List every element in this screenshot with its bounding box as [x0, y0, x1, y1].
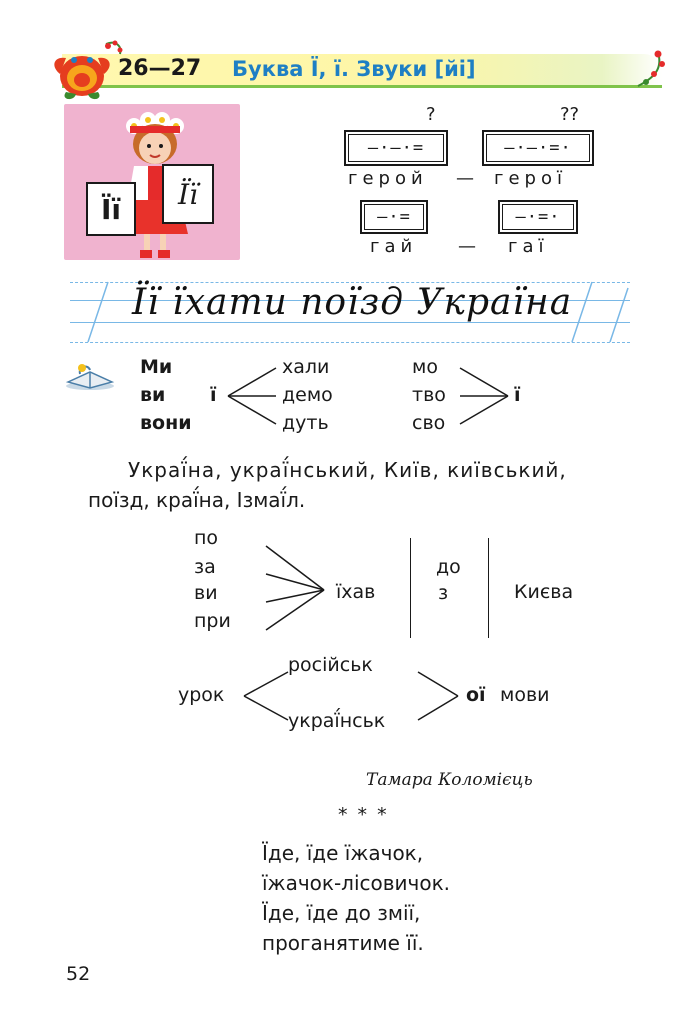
- scheme-box-1: —·—·=: [344, 130, 448, 166]
- scheme-text-2: —·—·=·: [486, 134, 590, 162]
- scheme-text-4: —·=·: [502, 204, 574, 230]
- poem-line-4: проганятиме її.: [262, 931, 424, 955]
- divider-2: [488, 538, 489, 638]
- handwriting-sample: Її їхати поїзд Україна: [132, 282, 573, 323]
- ending-khaly: хали: [282, 356, 330, 378]
- poem-line-1: Їде, їде їжачок,: [262, 841, 424, 865]
- lesson-number: 26—27: [118, 56, 202, 81]
- poem-body: Їде, їде їжачок, їжачок-лісовичок. Їде, …: [262, 838, 450, 958]
- city-kyieva: Києва: [514, 581, 574, 603]
- hw-line-bottom: [70, 342, 630, 343]
- prefix-branch-lines: [265, 545, 325, 631]
- scheme-box-2: —·—·=·: [482, 130, 594, 166]
- scheme-box-3: —·=: [360, 200, 428, 234]
- joint-yi-right: ї: [514, 384, 521, 406]
- word-tvo: тво: [412, 384, 446, 406]
- word-geroi: герой: [348, 168, 428, 189]
- pronoun-vony: вони: [140, 412, 192, 434]
- hw-line-top: [70, 282, 630, 283]
- hw-line-3: [70, 322, 630, 323]
- word-urok: урок: [178, 684, 225, 706]
- word-mo: мо: [412, 356, 438, 378]
- dash-2: —: [458, 236, 481, 257]
- lang-branch-right: [417, 671, 459, 721]
- prep-z: з: [438, 582, 449, 604]
- lang-branch-left: [243, 671, 289, 721]
- question-mark-2: ??: [560, 104, 580, 125]
- verb-yikhav: їхав: [336, 581, 376, 603]
- pronoun-my: Ми: [140, 356, 173, 378]
- question-mark-1: ?: [426, 104, 436, 125]
- scheme-text-1: —·—·=: [348, 134, 444, 162]
- prefix-pry: при: [194, 610, 231, 632]
- paragraph-line-2: поїзд, краї́на, Ізмаї́л.: [88, 488, 306, 512]
- prefix-po: по: [194, 527, 219, 549]
- paragraph-line-1: Украї́на, украї́нський, Київ, київський,: [128, 458, 567, 482]
- word-hayi: гаї: [508, 236, 549, 257]
- prefix-vy: ви: [194, 582, 218, 604]
- prep-do: до: [436, 556, 461, 578]
- page-number: 52: [66, 963, 91, 985]
- flower-ornament-icon: [54, 40, 123, 100]
- poem-line-3: Їде, їде до змії,: [262, 901, 421, 925]
- poem-author: Тамара Коломієць: [366, 770, 533, 790]
- dash-1: —: [456, 168, 479, 189]
- poem-stars: * * *: [338, 804, 389, 826]
- card-cursive: Її: [162, 164, 214, 224]
- ending-oi: ої: [466, 684, 486, 706]
- joint-yi-left: ї: [210, 384, 217, 406]
- scheme-text-3: —·=: [364, 204, 424, 230]
- stem-ukrainsk: украї́нськ: [288, 710, 386, 732]
- word-hai: гай: [370, 236, 418, 257]
- corner-ornament-icon: [637, 50, 665, 87]
- ending-demo: демо: [282, 384, 333, 406]
- word-geroyi: герої: [494, 168, 567, 189]
- lesson-title: Буква Ї, ї. Звуки [йі]: [232, 57, 476, 81]
- prefix-za: за: [194, 556, 216, 578]
- divider-1: [410, 538, 411, 638]
- card-upper: Її: [86, 182, 136, 236]
- stem-rosiisk: російськ: [288, 654, 373, 676]
- branch-lines-right: [459, 367, 509, 425]
- word-movy: мови: [500, 684, 550, 706]
- girl-picture: Її Її: [64, 104, 240, 260]
- slant-lines: [87, 281, 629, 343]
- book-icon: [65, 364, 115, 390]
- pronoun-vy: ви: [140, 384, 166, 406]
- scheme-box-4: —·=·: [498, 200, 578, 234]
- poem-line-2: їжачок-лісовичок.: [262, 871, 451, 895]
- branch-lines-left: [227, 367, 277, 425]
- ending-dut: дуть: [282, 412, 329, 434]
- header-band: [62, 54, 662, 88]
- hw-line-2: [70, 300, 630, 301]
- word-svo: сво: [412, 412, 446, 434]
